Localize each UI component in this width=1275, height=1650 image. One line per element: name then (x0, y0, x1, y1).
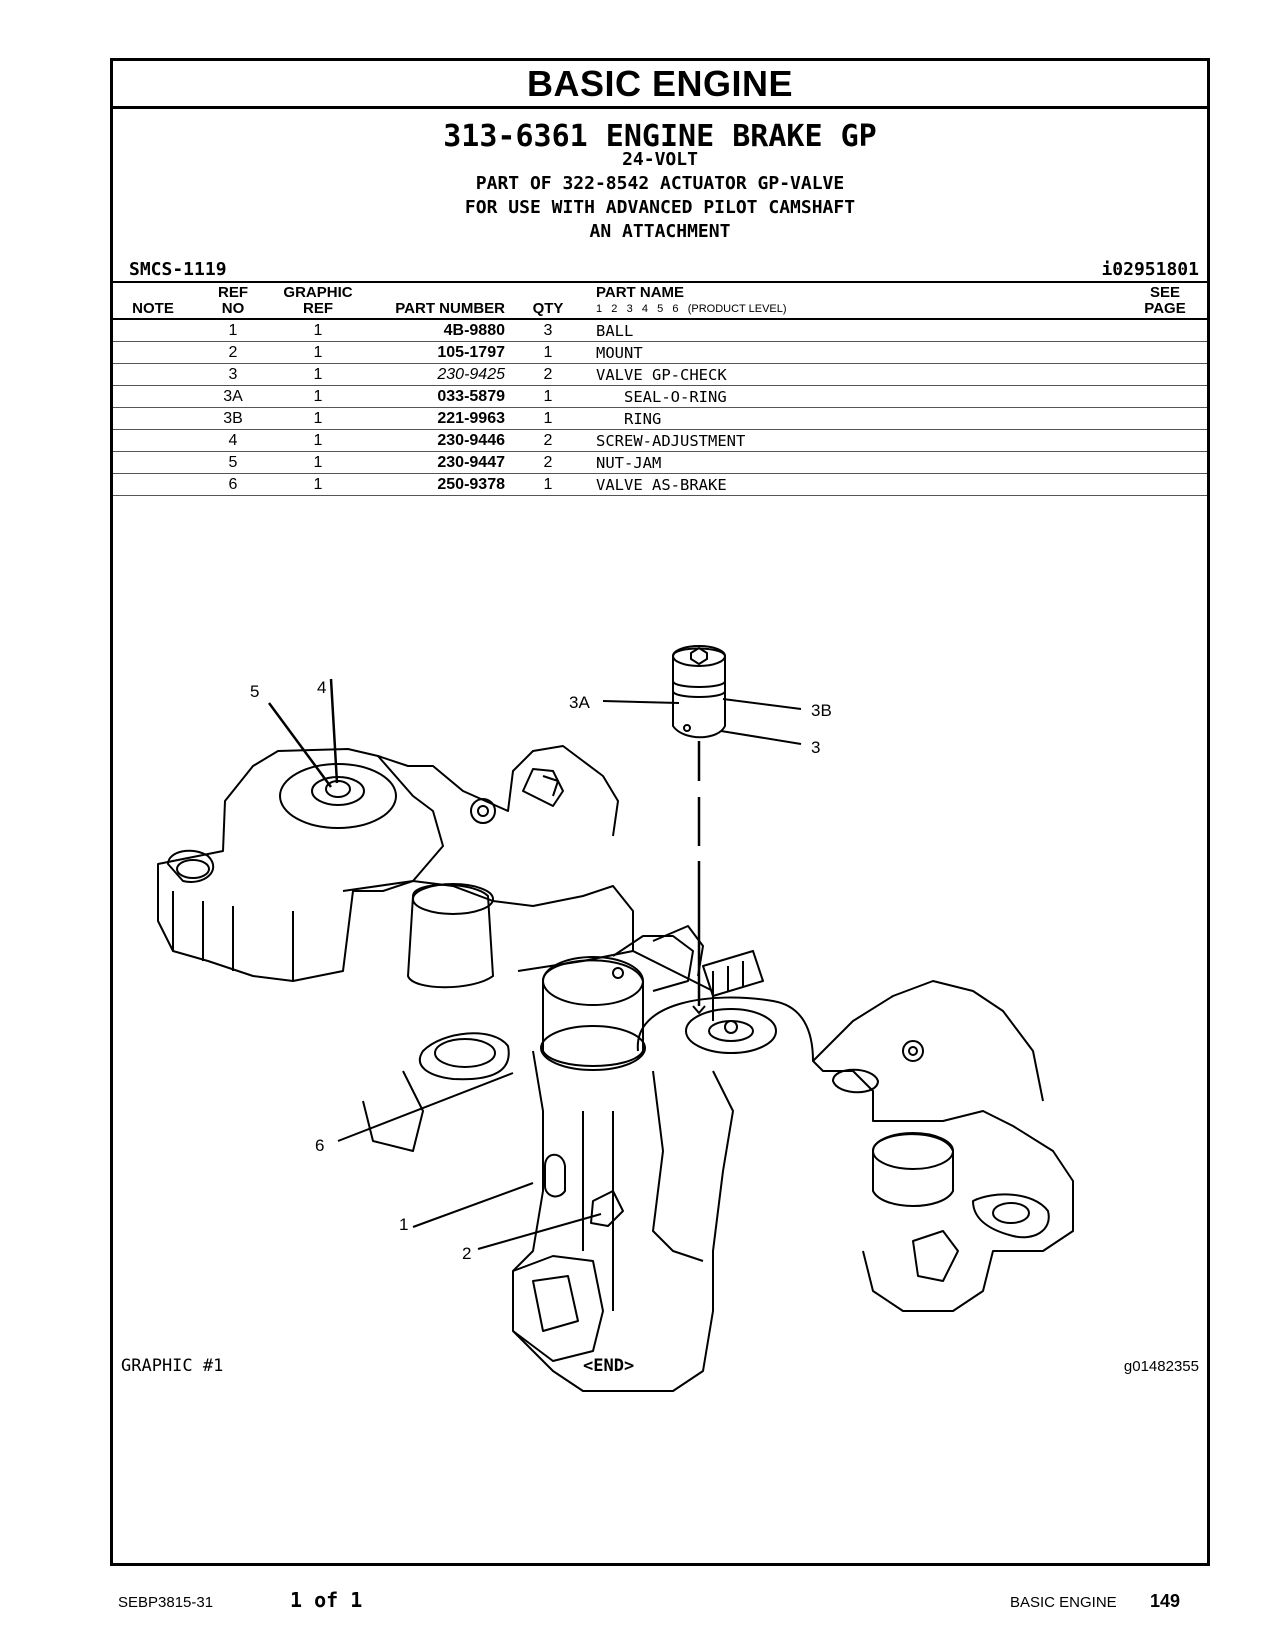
footer-page-number: 149 (1150, 1591, 1181, 1611)
col-part-name: PART NAME (596, 284, 685, 301)
table-row: 3B 1 221-9963 1 RING (113, 408, 1207, 430)
ref-no: 2 (228, 344, 238, 361)
quantity: 1 (543, 388, 553, 405)
graphic-label: GRAPHIC #1 (121, 1356, 224, 1376)
col-part-number: PART NUMBER (395, 300, 505, 317)
graphic-ref: 1 (313, 432, 323, 449)
ref-no: 3B (223, 410, 243, 427)
graphic-ref: 1 (313, 366, 323, 383)
ref-no: 6 (228, 476, 238, 493)
quantity: 2 (543, 366, 553, 383)
section-title: BASIC ENGINE (113, 61, 1207, 109)
quantity: 1 (543, 410, 553, 427)
graphic-ref: 1 (313, 454, 323, 471)
col-ref-1: REF (218, 284, 248, 301)
col-note: NOTE (132, 300, 174, 317)
table-row: 1 1 4B-9880 3 BALL (113, 320, 1207, 342)
col-see-1: SEE (1149, 284, 1180, 301)
callout-5: 5 (250, 682, 260, 701)
quantity: 3 (543, 322, 553, 339)
row-divider (113, 407, 1207, 408)
part-number: 033-5879 (437, 388, 505, 405)
group-subtitle-2: PART OF 322-8542 ACTUATOR GP-VALVE (475, 173, 845, 194)
table-row: 4 1 230-9446 2 SCREW-ADJUSTMENT (113, 430, 1207, 452)
graphic-ref: 1 (313, 410, 323, 427)
info-id: i02951801 (1101, 259, 1199, 280)
row-divider (113, 451, 1207, 452)
ref-no: 3A (223, 388, 243, 405)
footer-page-of: 1 of 1 (290, 1588, 363, 1612)
ref-no: 1 (228, 322, 238, 339)
graphic-ref: 1 (313, 344, 323, 361)
callout-4: 4 (317, 678, 327, 697)
footer-doc-id: SEBP3815-31 (118, 1594, 214, 1611)
group-title: 313-6361 ENGINE BRAKE GP (443, 119, 877, 154)
col-graphic-1: GRAPHIC (283, 284, 353, 301)
group-subtitle-3: FOR USE WITH ADVANCED PILOT CAMSHAFT (464, 197, 856, 218)
table-top-rule (113, 281, 1207, 283)
callout-3: 3 (811, 738, 821, 757)
table-row: 2 1 105-1797 1 MOUNT (113, 342, 1207, 364)
part-number: 4B-9880 (443, 322, 505, 339)
part-number: 230-9446 (437, 432, 505, 449)
page-frame: BASIC ENGINE 313-6361 ENGINE BRAKE GP 24… (110, 58, 1210, 1566)
row-divider (113, 429, 1207, 430)
row-divider (113, 363, 1207, 364)
quantity: 1 (543, 476, 553, 493)
part-name: MOUNT (596, 344, 643, 362)
group-subtitle-1: 24-VOLT (622, 149, 698, 170)
part-number: 105-1797 (437, 344, 505, 361)
table-row: 5 1 230-9447 2 NUT-JAM (113, 452, 1207, 474)
row-divider (113, 385, 1207, 386)
part-number: 250-9378 (437, 476, 505, 493)
callout-1: 1 (399, 1215, 409, 1234)
graphic-number: g01482355 (1123, 1358, 1199, 1375)
row-divider (113, 473, 1207, 474)
quantity: 2 (543, 432, 553, 449)
part-name: RING (596, 410, 662, 428)
graphic-ref: 1 (313, 322, 323, 339)
part-number: 221-9963 (437, 410, 505, 427)
ref-no: 3 (228, 366, 238, 383)
part-name: SCREW-ADJUSTMENT (596, 432, 746, 450)
graphic-ref: 1 (313, 476, 323, 493)
part-name: VALVE AS-BRAKE (596, 476, 727, 494)
table-row: 3A 1 033-5879 1 SEAL-O-RING (113, 386, 1207, 408)
part-name: BALL (596, 322, 634, 340)
callout-6: 6 (315, 1136, 325, 1155)
part-name: NUT-JAM (596, 454, 662, 472)
end-marker: <END> (583, 1356, 635, 1376)
callout-3a: 3A (569, 693, 590, 712)
graphic-ref: 1 (313, 388, 323, 405)
table-header-rule (113, 318, 1207, 320)
part-number: 230-9447 (437, 454, 505, 471)
row-divider (113, 495, 1207, 496)
col-qty: QTY (532, 300, 564, 317)
col-see-2: PAGE (1144, 300, 1186, 317)
table-row: 3 1 230-9425 2 VALVE GP-CHECK (113, 364, 1207, 386)
table-row: 6 1 250-9378 1 VALVE AS-BRAKE (113, 474, 1207, 496)
row-divider (113, 341, 1207, 342)
quantity: 1 (543, 344, 553, 361)
col-graphic-2: REF (303, 300, 333, 317)
quantity: 2 (543, 454, 553, 471)
footer-section: BASIC ENGINE (1010, 1594, 1117, 1611)
group-subtitle-4: AN ATTACHMENT (589, 221, 731, 242)
ref-no: 5 (228, 454, 238, 471)
part-name: SEAL-O-RING (596, 388, 727, 406)
callout-3b: 3B (811, 701, 832, 720)
smcs-code: SMCS-1119 (129, 259, 227, 280)
ref-no: 4 (228, 432, 238, 449)
part-name: VALVE GP-CHECK (596, 366, 727, 384)
col-ref-2: NO (221, 300, 245, 317)
product-levels: 1 2 3 4 5 6 (PRODUCT LEVEL) (596, 303, 787, 315)
callout-2: 2 (462, 1244, 472, 1263)
engine-brake-illustration (157, 645, 1074, 1392)
part-number: 230-9425 (437, 366, 505, 383)
